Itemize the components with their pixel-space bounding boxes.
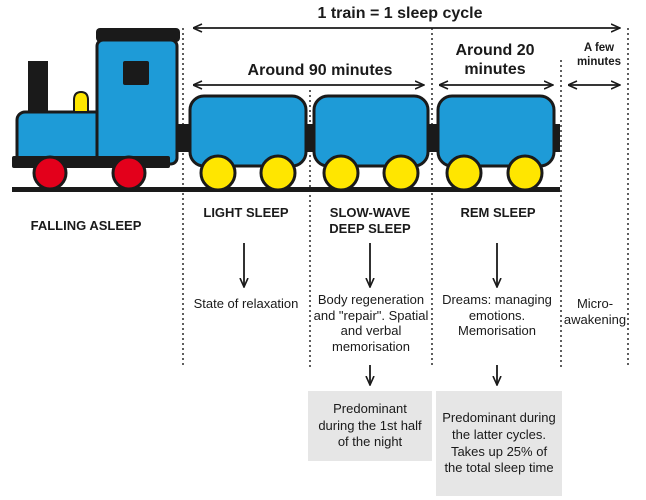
locomotive-cab <box>95 38 179 166</box>
note-rem-text: Predominant during the latter cycles. Ta… <box>442 409 556 476</box>
red-wheel <box>32 155 68 191</box>
stage-label-slow-wave: SLOW-WAVE DEEP SLEEP <box>329 205 411 236</box>
red-wheel <box>111 155 147 191</box>
description-light-sleep: State of relaxation <box>193 296 299 311</box>
wagon-body <box>436 94 556 168</box>
stage-label-rem-sleep: REM SLEEP <box>460 205 536 220</box>
duration-90-label: Around 90 minutes <box>247 62 393 79</box>
yellow-wheel <box>259 154 297 192</box>
yellow-wheel <box>199 154 237 192</box>
description-micro-awakening: Micro-awakening <box>563 296 627 327</box>
duration-20-label: Around 20 minutes <box>455 42 535 79</box>
wagon-light-sleep <box>188 94 308 192</box>
yellow-wheel <box>322 154 360 192</box>
locomotive-icon <box>12 28 180 191</box>
stage-label-falling-asleep: FALLING ASLEEP <box>30 218 142 233</box>
cycle-label: 1 train = 1 sleep cycle <box>317 5 483 22</box>
wagon-body <box>188 94 308 168</box>
wagon-rem <box>436 94 556 192</box>
note-slow-wave: Predominant during the 1st half of the n… <box>308 391 432 461</box>
description-slow-wave: Body regeneration and "repair". Spatial … <box>313 292 429 354</box>
chimney <box>28 61 48 117</box>
cab-window <box>123 61 149 85</box>
description-rem: Dreams: managing emotions. Memorisation <box>442 292 552 339</box>
yellow-wheel <box>445 154 483 192</box>
yellow-wheel <box>382 154 420 192</box>
note-slow-wave-text: Predominant during the 1st half of the n… <box>318 400 422 450</box>
note-rem: Predominant during the latter cycles. Ta… <box>436 391 562 496</box>
duration-few-label: A few minutes <box>576 42 622 68</box>
yellow-wheel <box>506 154 544 192</box>
wagon-slow-wave <box>312 94 430 192</box>
wagon-body <box>312 94 430 168</box>
bell-icon <box>73 90 89 113</box>
stage-label-light-sleep: LIGHT SLEEP <box>203 205 289 220</box>
